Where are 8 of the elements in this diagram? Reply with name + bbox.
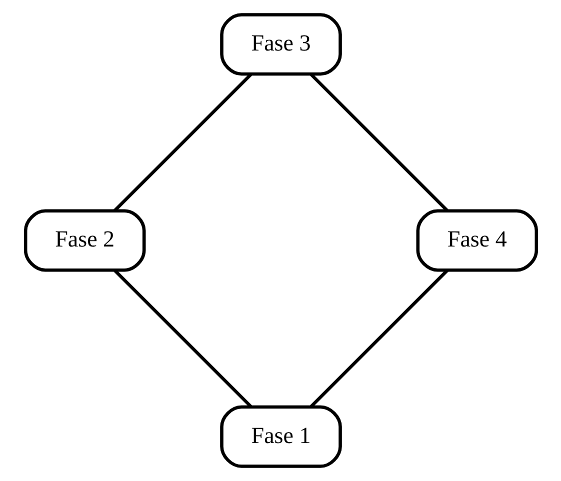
node-box: Fase 2 bbox=[23, 209, 146, 272]
node-box: Fase 3 bbox=[220, 13, 342, 76]
connector bbox=[113, 269, 252, 408]
node-box: Fase 1 bbox=[220, 405, 342, 468]
connector bbox=[309, 269, 448, 408]
connector bbox=[112, 73, 252, 212]
connector bbox=[309, 72, 448, 212]
node-box: Fase 4 bbox=[416, 209, 538, 272]
